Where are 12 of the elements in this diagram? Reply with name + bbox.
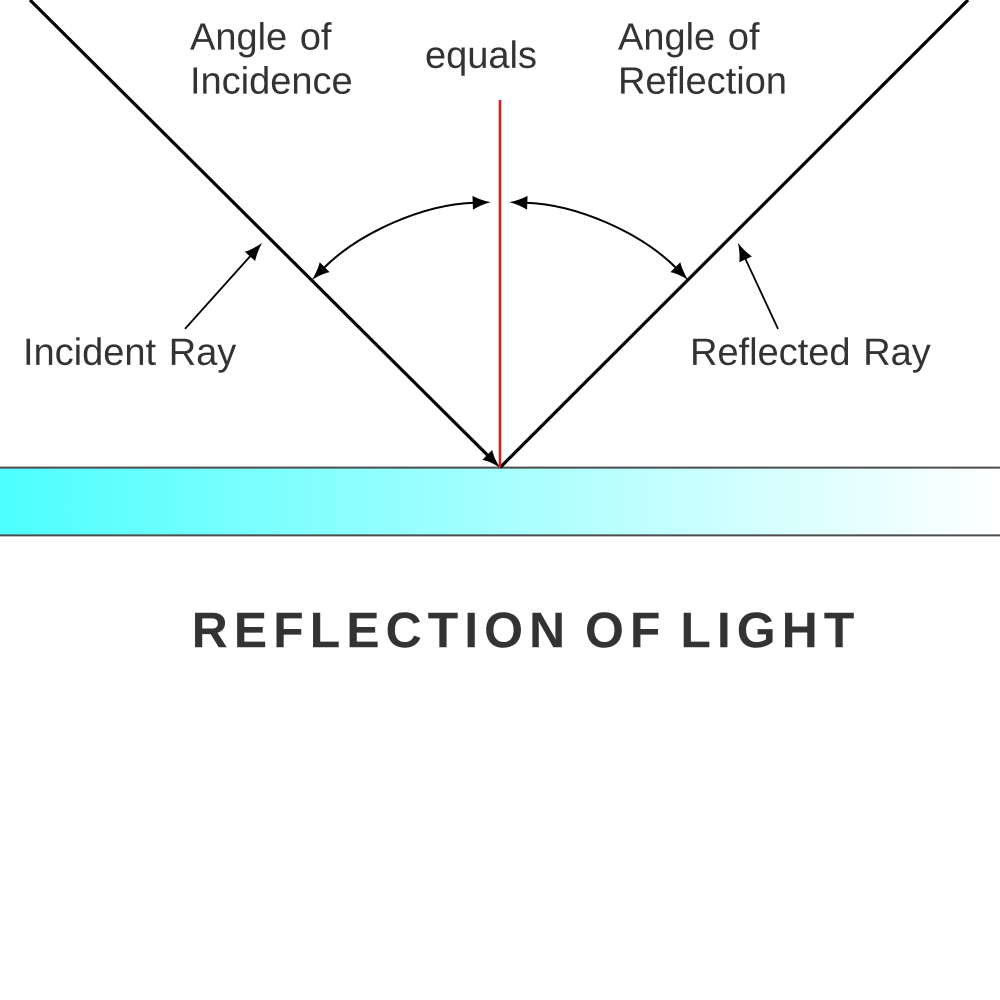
angle-label: Angle of Reflection — [618, 22, 784, 94]
normal-line — [498, 100, 502, 468]
angle-label: Angle of Incidence — [190, 22, 351, 94]
incident-ray — [28, 0, 498, 465]
ray-label: Incident Ray — [26, 337, 236, 373]
ray-label: Reflected Ray — [693, 337, 931, 373]
leader-arrow — [184, 244, 260, 330]
leader-arrow — [738, 245, 779, 330]
mirror-surface — [0, 466, 1000, 536]
title: REFLECTION OF LIGHT — [195, 612, 854, 648]
equals-label: equals — [426, 40, 536, 76]
reflected-ray — [498, 0, 970, 469]
